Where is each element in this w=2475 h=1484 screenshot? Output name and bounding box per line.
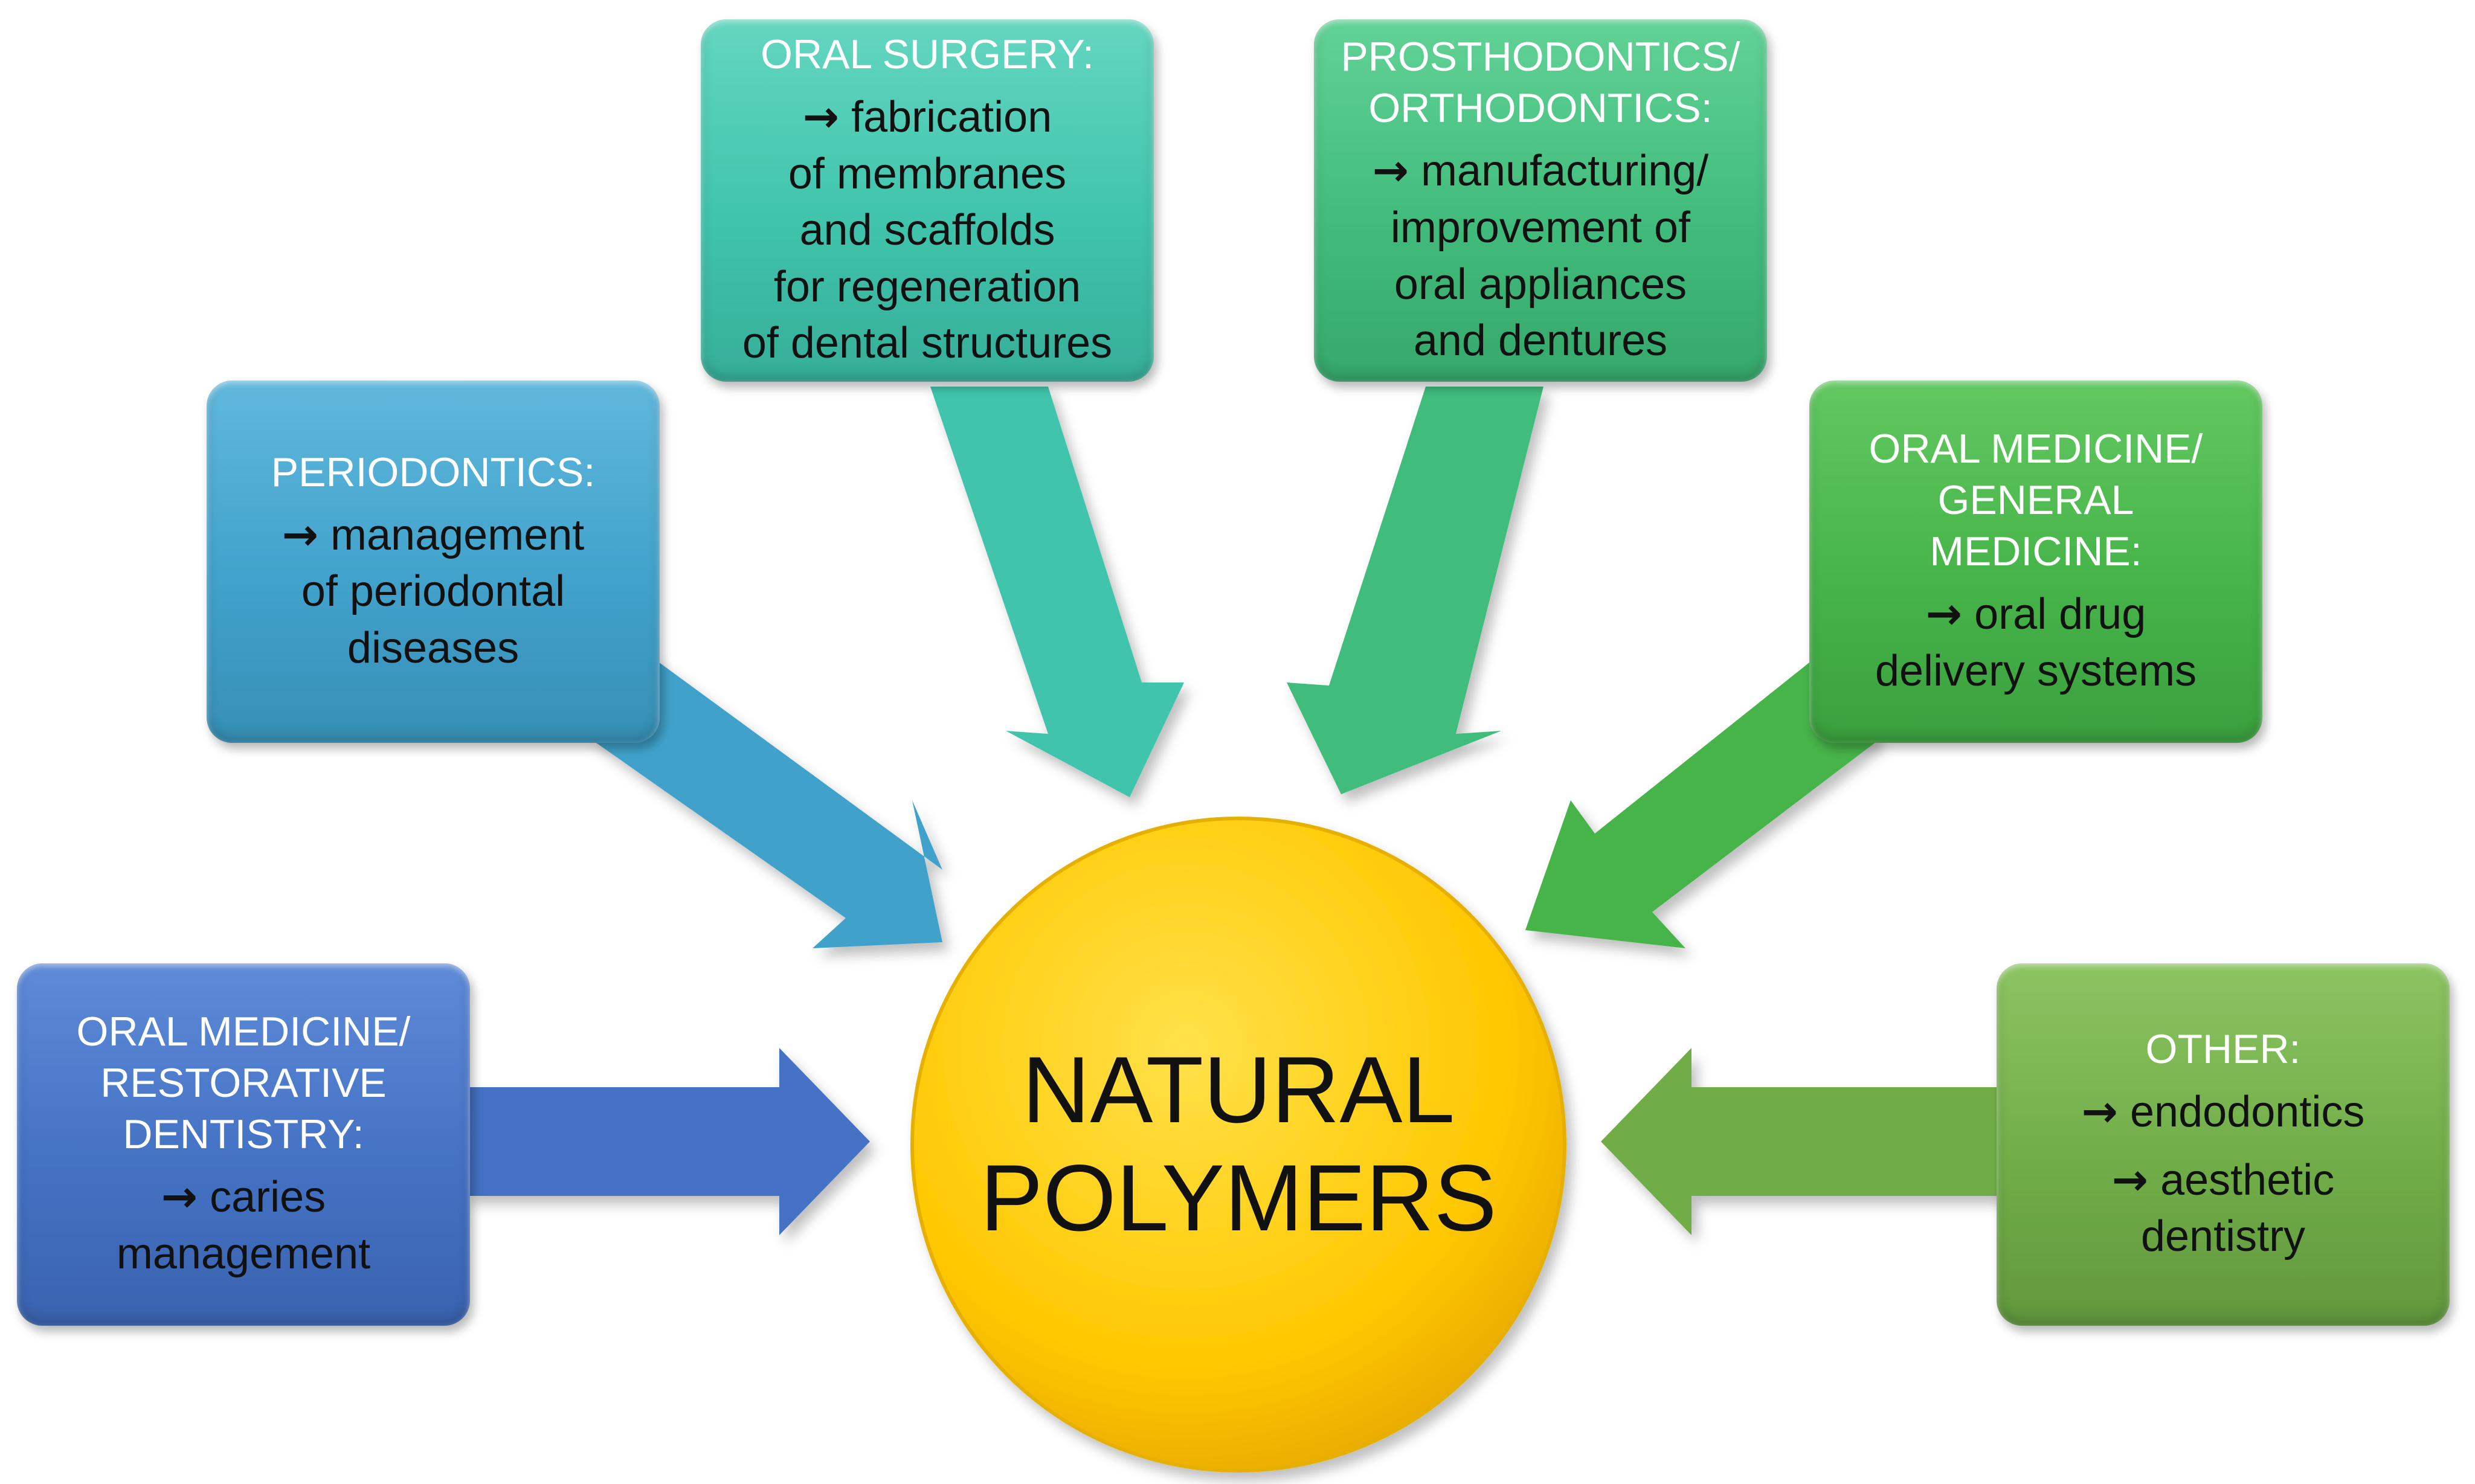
box-general-medicine-text: → oral drug delivery systems <box>1875 588 2197 695</box>
arrow-other <box>1601 1048 2006 1235</box>
arrow-right-icon: → <box>161 1171 198 1222</box>
box-periodontics-heading: PERIODONTICS: <box>271 449 596 495</box>
box-periodontics: PERIODONTICS: → management of periodonta… <box>207 381 660 743</box>
box-other-item-endodontics: → endodontics <box>2081 1086 2365 1137</box>
arrow-general-medicine <box>1525 655 1879 948</box>
box-periodontics-text: → management of periodontal diseases <box>282 509 585 672</box>
center-circle <box>910 817 1566 1473</box>
box-other: OTHER: → endodontics → aesthetic dentist… <box>1997 963 2450 1326</box>
center-title-line1: NATURAL <box>1022 1037 1455 1143</box>
center-title: NATURAL POLYMERS <box>912 818 1565 1471</box>
arrow-right-icon: → <box>1925 588 1963 640</box>
box-restorative-heading: ORAL MEDICINE/ RESTORATIVE DENTISTRY: <box>76 1009 411 1158</box>
box-restorative-dentistry: ORAL MEDICINE/ RESTORATIVE DENTISTRY: → … <box>17 963 470 1326</box>
arrow-restorative <box>465 1048 870 1235</box>
arrow-right-icon: → <box>2081 1086 2118 1137</box>
arrow-right-icon: → <box>802 91 840 143</box>
box-oral-surgery-heading: ORAL SURGERY: <box>761 31 1094 78</box>
box-general-medicine: ORAL MEDICINE/ GENERAL MEDICINE: → oral … <box>1809 381 2262 743</box>
arrow-prosthodontics <box>1287 387 1543 794</box>
arrow-oral-surgery <box>930 387 1184 797</box>
box-other-item-aesthetic: → aesthetic dentistry <box>2111 1154 2335 1261</box>
box-general-medicine-heading: ORAL MEDICINE/ GENERAL MEDICINE: <box>1868 426 2203 575</box>
center-title-line2: POLYMERS <box>980 1146 1497 1251</box>
arrow-right-icon: → <box>282 509 319 560</box>
box-other-heading: OTHER: <box>2145 1026 2301 1073</box>
box-oral-surgery: ORAL SURGERY: → fabrication of membranes… <box>701 19 1154 382</box>
box-prosthodontics: PROSTHODONTICS/ ORTHODONTICS: → manufact… <box>1314 19 1767 382</box>
box-oral-surgery-text: → fabrication of membranes and scaffolds… <box>742 91 1113 368</box>
arrow-periodontics <box>592 655 942 948</box>
box-restorative-text: → caries management <box>116 1171 371 1278</box>
box-prosthodontics-text: → manufacturing/ improvement of oral app… <box>1372 145 1709 365</box>
box-prosthodontics-heading: PROSTHODONTICS/ ORTHODONTICS: <box>1340 34 1740 132</box>
arrow-right-icon: → <box>1372 145 1409 196</box>
arrow-right-icon: → <box>2111 1154 2149 1205</box>
